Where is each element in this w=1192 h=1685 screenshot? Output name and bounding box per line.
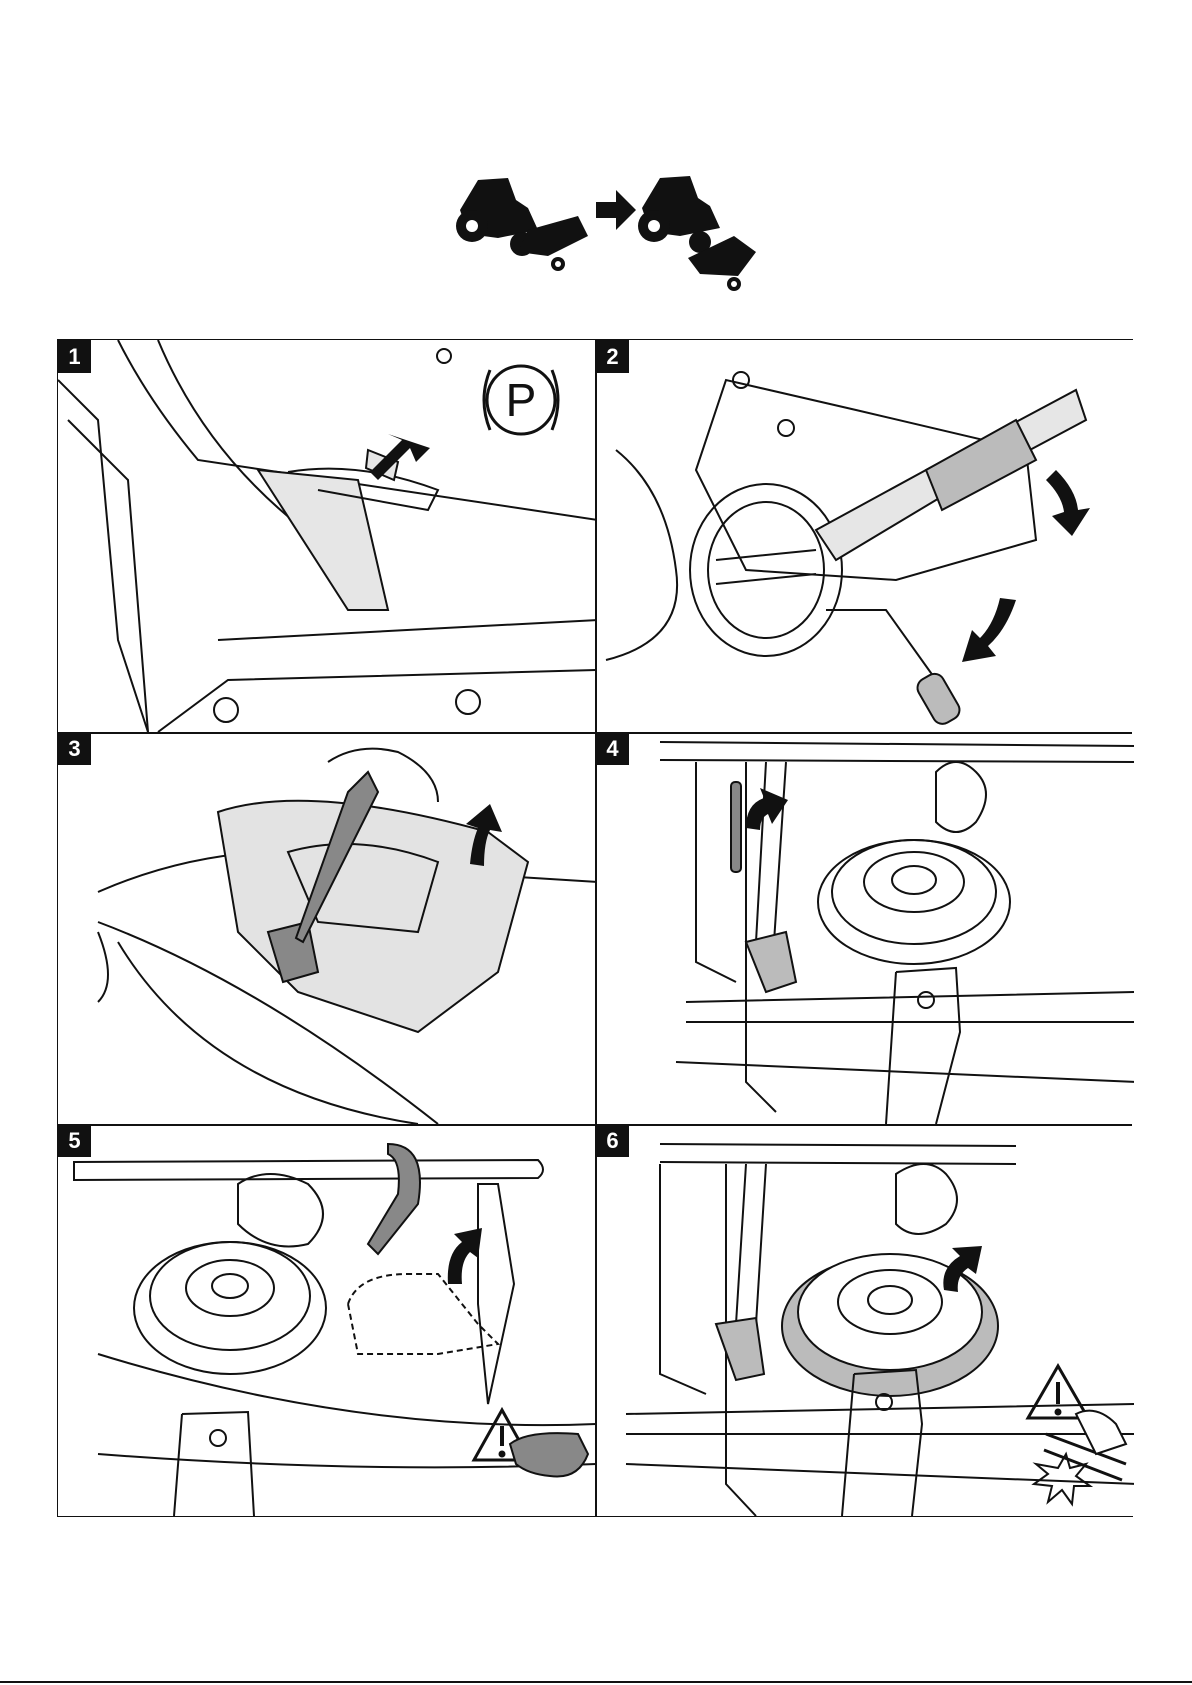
- belt-cover-removal-icon: [58, 732, 596, 1124]
- instruction-grid: 1 P 2: [57, 339, 1133, 1517]
- parking-symbol: P: [503, 374, 539, 426]
- grid-divider-horizontal: [58, 1124, 1132, 1126]
- step-panel-6: 6: [596, 1124, 1134, 1516]
- grid-divider-horizontal: [58, 732, 1132, 734]
- footer-rule: [0, 1681, 1192, 1683]
- step-panel-2: 2: [596, 340, 1134, 732]
- belt-removal-icon: [596, 1124, 1134, 1516]
- step-number: 3: [58, 732, 91, 765]
- lift-lever-icon: [596, 340, 1134, 732]
- mower-deck-removal-icon: [438, 160, 774, 300]
- step-number: 1: [58, 340, 91, 373]
- step-number: 2: [596, 340, 629, 373]
- step-panel-1: 1 P: [58, 340, 596, 732]
- spring-release-icon: [596, 732, 1134, 1124]
- step-number: 4: [596, 732, 629, 765]
- grid-divider-vertical: [595, 340, 597, 1516]
- step-number: 6: [596, 1124, 629, 1157]
- step-panel-4: 4: [596, 732, 1134, 1124]
- tensioner-tool-icon: [58, 1124, 596, 1516]
- step-panel-5: 5: [58, 1124, 596, 1516]
- step-panel-3: 3: [58, 732, 596, 1124]
- step-number: 5: [58, 1124, 91, 1157]
